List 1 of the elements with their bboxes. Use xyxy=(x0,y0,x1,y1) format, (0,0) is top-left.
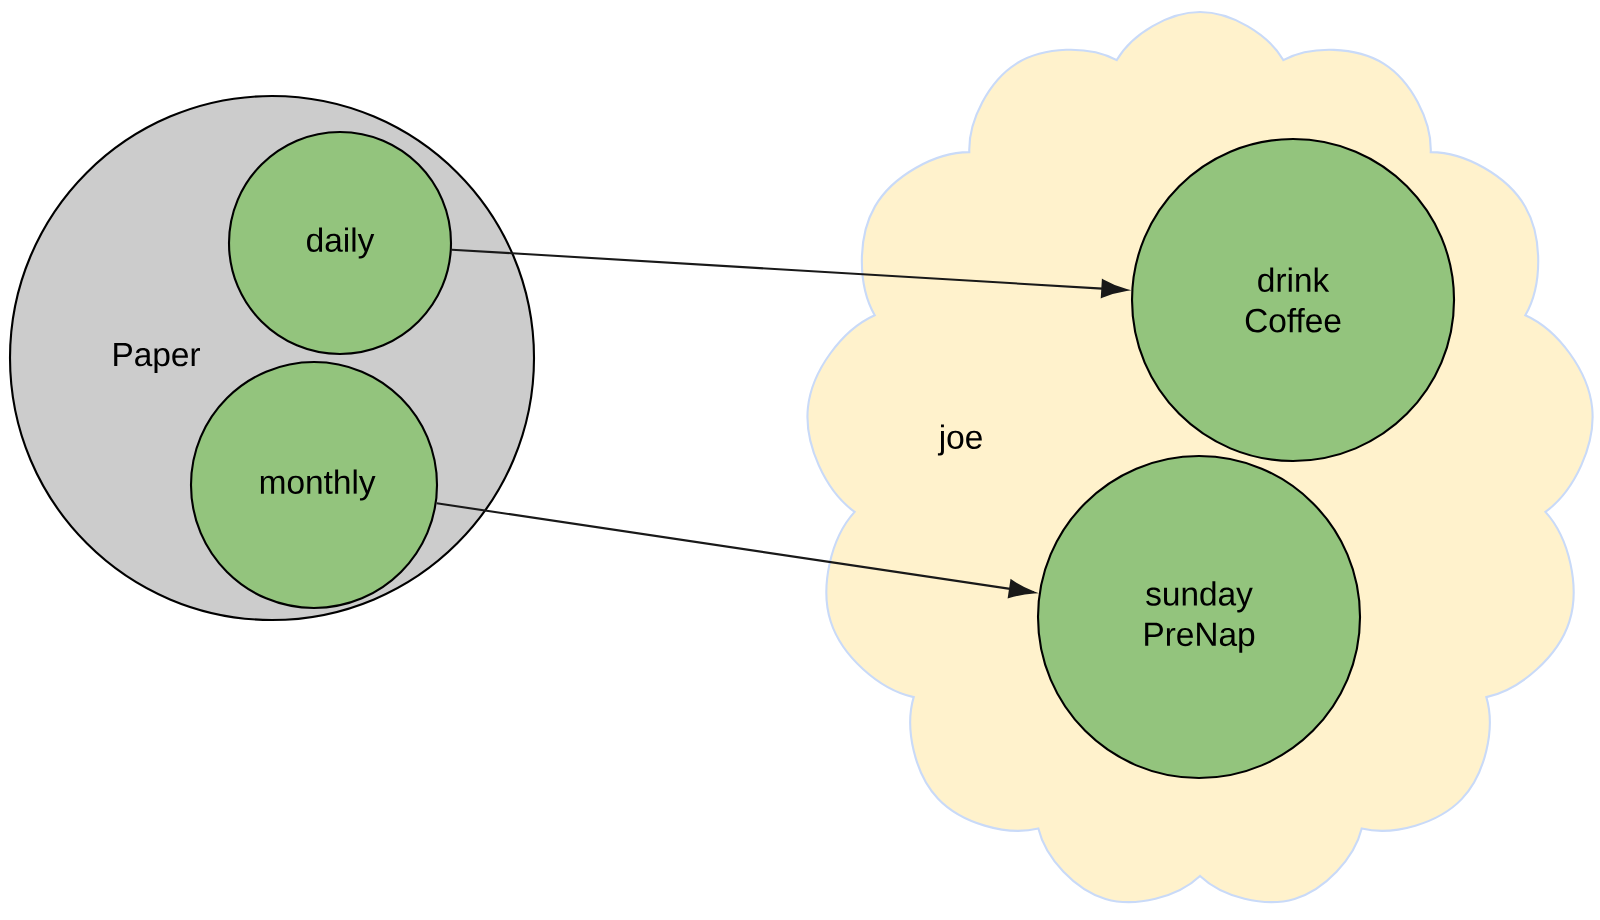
arrow xyxy=(451,248,1128,298)
